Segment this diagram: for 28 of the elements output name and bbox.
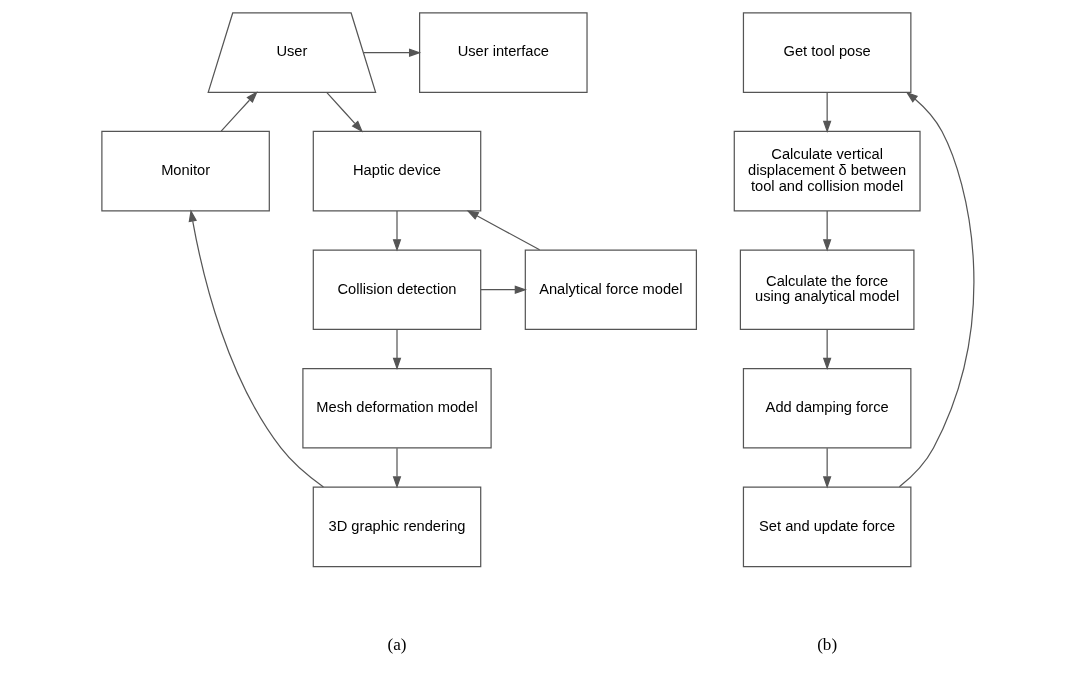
arrow: [362, 48, 421, 57]
node-box: Analytical force model: [524, 249, 697, 331]
node-box: Get tool pose: [742, 12, 911, 93]
node-box: Monitor: [100, 130, 270, 212]
arrow: [822, 210, 831, 252]
arrow: [188, 209, 324, 488]
arrow: [392, 210, 401, 252]
node-box: Mesh deformation model: [301, 367, 492, 449]
node-box: 3D graphic rendering: [312, 486, 481, 568]
arrow: [479, 285, 527, 294]
node-box: Add damping force: [742, 367, 911, 449]
arrow: [822, 91, 831, 133]
node-box: Haptic device: [312, 130, 481, 212]
arrow: [392, 447, 401, 489]
node-box: Calculate the force using analytical model: [739, 249, 915, 331]
node-box: Set and update force: [742, 486, 911, 568]
arrow: [325, 91, 363, 133]
node-box: Calculate vertical displacement δ between tool and collision model: [733, 130, 921, 212]
arrow: [392, 329, 401, 370]
label: (b): [816, 634, 837, 654]
label: (a): [387, 634, 406, 654]
arrow: [822, 329, 831, 370]
arrow: [220, 91, 258, 132]
arrow: [466, 210, 540, 251]
node-box: User interface: [418, 12, 588, 93]
node-box: Collision detection: [312, 249, 481, 331]
arrow: [898, 91, 974, 488]
arrow: [822, 447, 831, 489]
